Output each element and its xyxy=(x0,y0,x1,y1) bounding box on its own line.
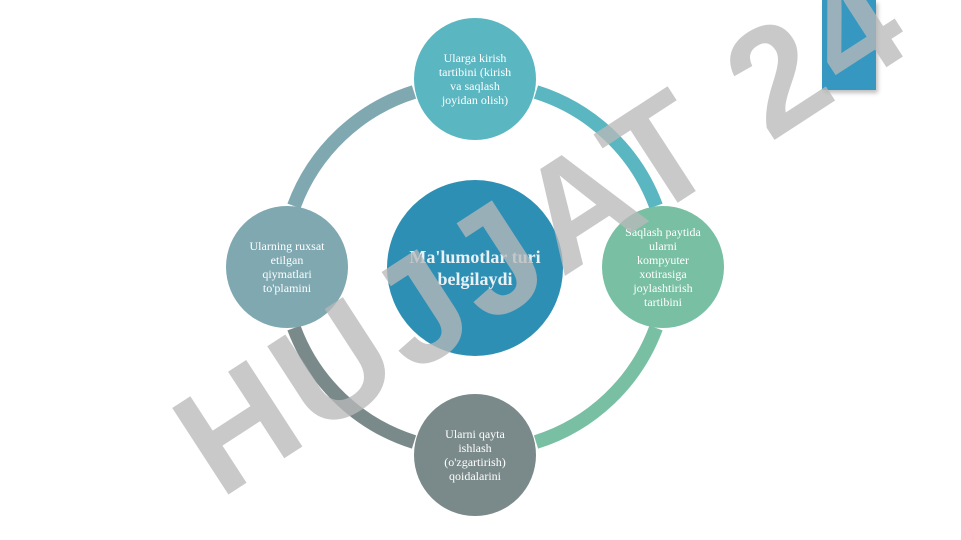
node-top: Ularga kirish tartibini (kirish va saqla… xyxy=(414,18,536,140)
arc-left-top xyxy=(287,85,417,209)
node-left-label: Ularning ruxsat etilgan qiymatlari to'pl… xyxy=(249,239,325,295)
node-bottom-label: Ularni qayta ishlash (o'zgartirish) qoid… xyxy=(444,427,506,483)
center-label: Ma'lumotlar turi belgilaydi xyxy=(409,247,541,289)
center-node: Ma'lumotlar turi belgilaydi xyxy=(387,180,563,356)
arc-bottom-left xyxy=(287,325,417,449)
node-top-label: Ularga kirish tartibini (kirish va saqla… xyxy=(438,51,512,107)
arc-top-right xyxy=(533,85,663,209)
node-left: Ularning ruxsat etilgan qiymatlari to'pl… xyxy=(226,206,348,328)
node-right: Saqlash paytida ularni kompyuter xotiras… xyxy=(602,206,724,328)
node-right-label: Saqlash paytida ularni kompyuter xotiras… xyxy=(625,225,701,309)
arc-right-bottom xyxy=(533,325,663,449)
node-bottom: Ularni qayta ishlash (o'zgartirish) qoid… xyxy=(414,394,536,516)
corner-accent-rect xyxy=(822,0,876,90)
